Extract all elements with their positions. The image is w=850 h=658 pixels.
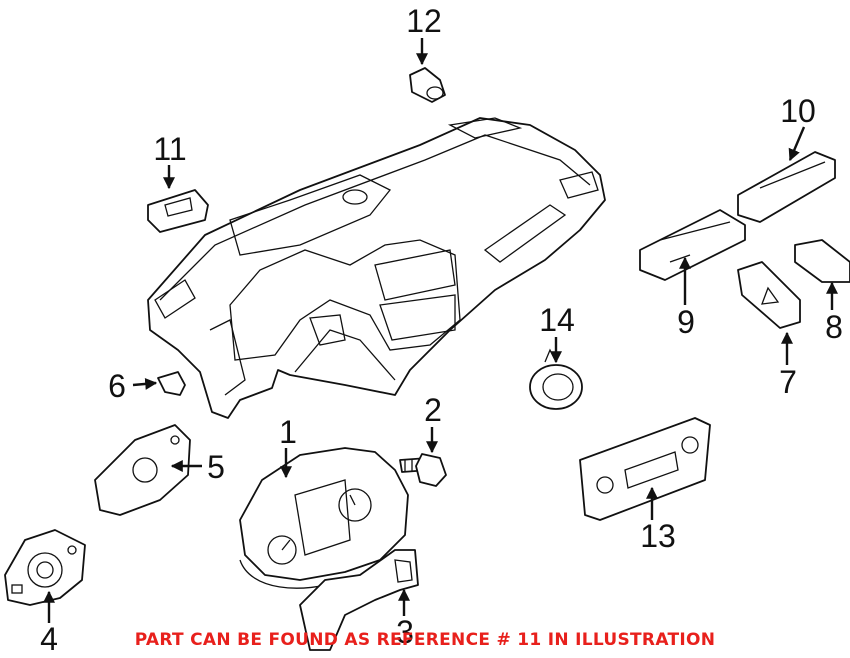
dashboard-panel — [147, 117, 606, 419]
callout-1: 1 — [279, 414, 297, 450]
switch-panel-upper — [737, 151, 836, 223]
cluster-trim — [299, 549, 419, 651]
callout-9: 9 — [677, 304, 695, 340]
switch-panel — [639, 209, 746, 281]
headlight-switch — [4, 529, 86, 606]
callout-10: 10 — [780, 93, 816, 129]
callout-13: 13 — [640, 518, 676, 554]
callout-6: 6 — [108, 368, 126, 404]
leader-lines — [43, 38, 838, 623]
callout-labels: 1 2 3 4 5 6 7 8 9 10 11 12 13 14 — [40, 3, 843, 657]
callout-11: 11 — [153, 131, 186, 167]
callout-2: 2 — [424, 392, 442, 428]
callout-12: 12 — [406, 3, 442, 39]
callout-7: 7 — [779, 364, 797, 400]
speaker — [529, 348, 583, 410]
callout-5: 5 — [207, 449, 225, 485]
small-switch — [794, 239, 850, 283]
callout-8: 8 — [825, 309, 843, 345]
callout-14: 14 — [539, 302, 575, 338]
sensor — [409, 67, 446, 103]
reference-caption: PART CAN BE FOUND AS REFERENCE # 11 IN I… — [134, 630, 716, 650]
callout-3: 3 — [396, 614, 414, 650]
bolt — [399, 453, 447, 487]
switch-housing — [94, 424, 191, 516]
cover-panel — [147, 189, 209, 233]
hazard-switch — [737, 261, 801, 329]
bracket — [157, 371, 186, 396]
climate-control — [579, 417, 711, 521]
callout-4: 4 — [40, 621, 58, 657]
